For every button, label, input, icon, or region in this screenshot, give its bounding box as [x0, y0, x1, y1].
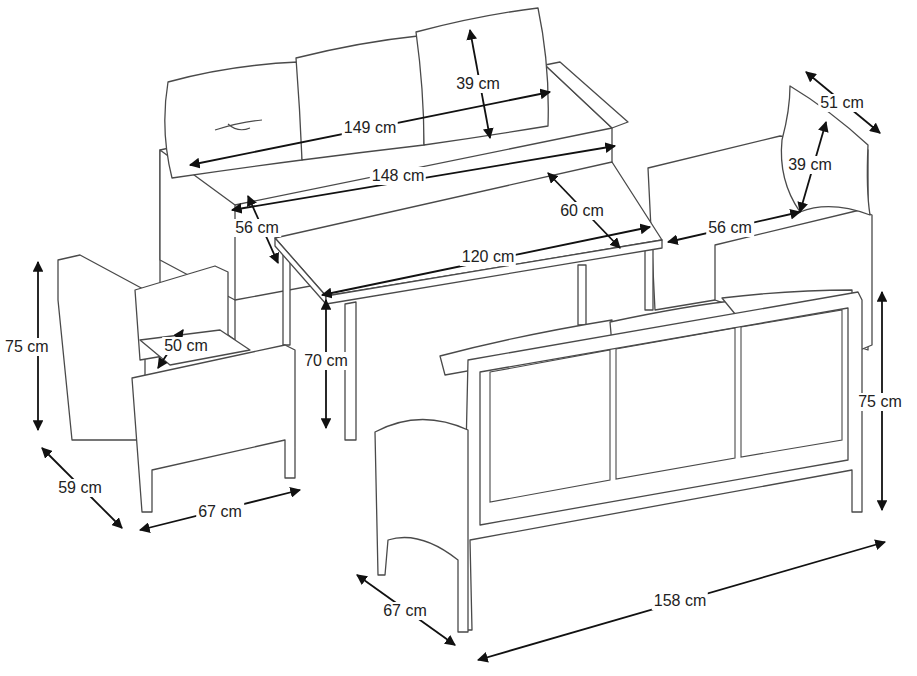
- dimension-label: 56 cm: [706, 219, 754, 237]
- dimension-label: 148 cm: [370, 167, 426, 185]
- dimension-arrows: [38, 30, 885, 660]
- dimension-label: 51 cm: [818, 94, 866, 112]
- front-sofa: [375, 290, 862, 632]
- dimension-label: 60 cm: [558, 202, 606, 220]
- dimension-label: 149 cm: [342, 119, 398, 137]
- dimension-label: 158 cm: [652, 592, 708, 610]
- dimension-label: 70 cm: [302, 352, 350, 370]
- dimension-label: 67 cm: [381, 602, 429, 620]
- dimension-label: 39 cm: [454, 75, 502, 93]
- dimension-label: 56 cm: [233, 219, 281, 237]
- left-armchair: [58, 255, 295, 512]
- dimension-label: 75 cm: [856, 393, 904, 411]
- dimension-label: 59 cm: [56, 479, 104, 497]
- dimension-label: 75 cm: [3, 338, 51, 356]
- dimension-label: 120 cm: [460, 248, 516, 266]
- dimension-label: 50 cm: [162, 337, 210, 355]
- dimension-label: 39 cm: [786, 156, 834, 174]
- dimension-label: 67 cm: [196, 503, 244, 521]
